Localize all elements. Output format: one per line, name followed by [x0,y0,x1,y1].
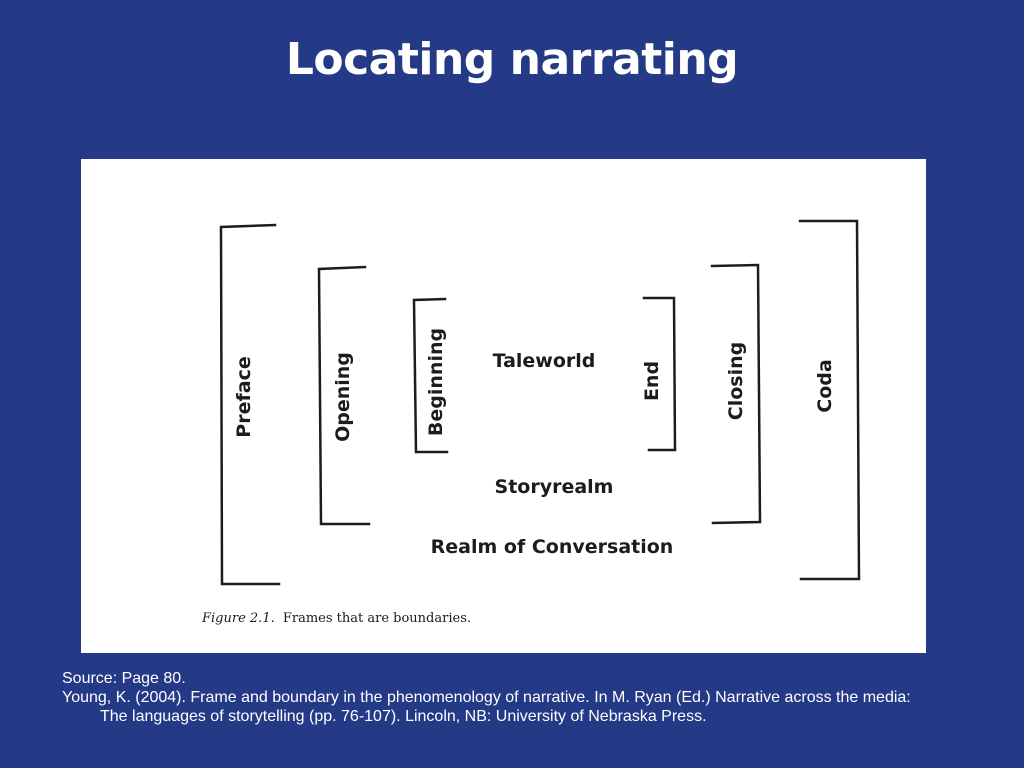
coda-label: Coda [814,359,836,412]
slide-title: Locating narrating [285,34,739,85]
beginning-bracket [412,297,449,454]
figure-panel: Preface Opening Beginning End Closing Co… [81,159,926,653]
preface-bracket [219,223,281,586]
source-block: Source: Page 80. Young, K. (2004). Frame… [62,669,942,726]
beginning-label: Beginning [425,328,447,436]
frames-diagram: Preface Opening Beginning End Closing Co… [201,219,861,626]
preface-label: Preface [233,356,255,437]
figure-number: Figure 2.1. [201,611,275,626]
end-label: End [641,361,663,401]
closing-label: Closing [725,342,747,420]
end-bracket [642,296,677,452]
closing-bracket [710,263,762,525]
taleworld-label: Taleworld [493,350,596,372]
realm-of-conversation-label: Realm of Conversation [431,536,674,558]
figure-caption-text: Frames that are boundaries. [283,611,471,626]
coda-bracket [798,219,861,581]
source-note: Source: Page 80. [62,670,186,687]
reference-citation: Young, K. (2004). Frame and boundary in … [62,689,911,725]
opening-bracket [317,265,371,526]
figure-caption: Figure 2.1. Frames that are boundaries. [201,611,471,626]
storyrealm-label: Storyrealm [495,476,614,498]
opening-label: Opening [332,352,354,442]
